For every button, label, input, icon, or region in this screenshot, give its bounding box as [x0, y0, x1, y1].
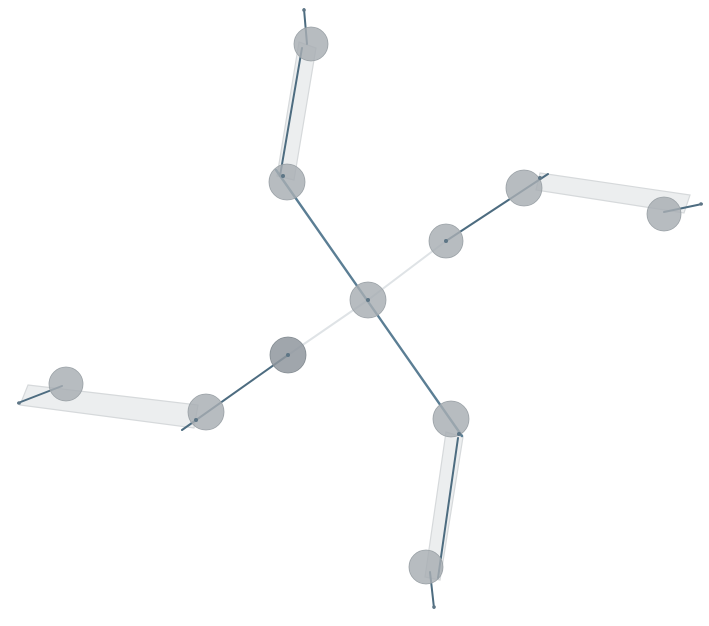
- pin-bottom-tip: [432, 605, 436, 609]
- joint-top-end: [293, 26, 329, 62]
- pin-lower-left-mid: [286, 353, 290, 357]
- pin-right-inner: [538, 176, 542, 180]
- pin-upper-right-mid: [444, 239, 448, 243]
- pin-center: [366, 298, 370, 302]
- pin-right-tip: [699, 202, 703, 206]
- pin-top-inner: [281, 174, 285, 178]
- pin-left-tip: [17, 401, 21, 405]
- joint-bottom-end: [408, 549, 444, 585]
- joint-right-inner: [505, 169, 543, 207]
- joint-bottom-inner: [432, 400, 470, 438]
- rod-bottom-edge: [437, 437, 459, 579]
- pin-top-tip: [302, 8, 306, 12]
- joint-right-end: [646, 196, 682, 232]
- rod-top-edge: [279, 47, 303, 177]
- pin-bottom-inner: [457, 432, 461, 436]
- joint-left-inner: [187, 393, 225, 431]
- joint-top-inner: [268, 163, 306, 201]
- joint-left-end: [48, 366, 84, 402]
- pin-left-inner: [194, 418, 198, 422]
